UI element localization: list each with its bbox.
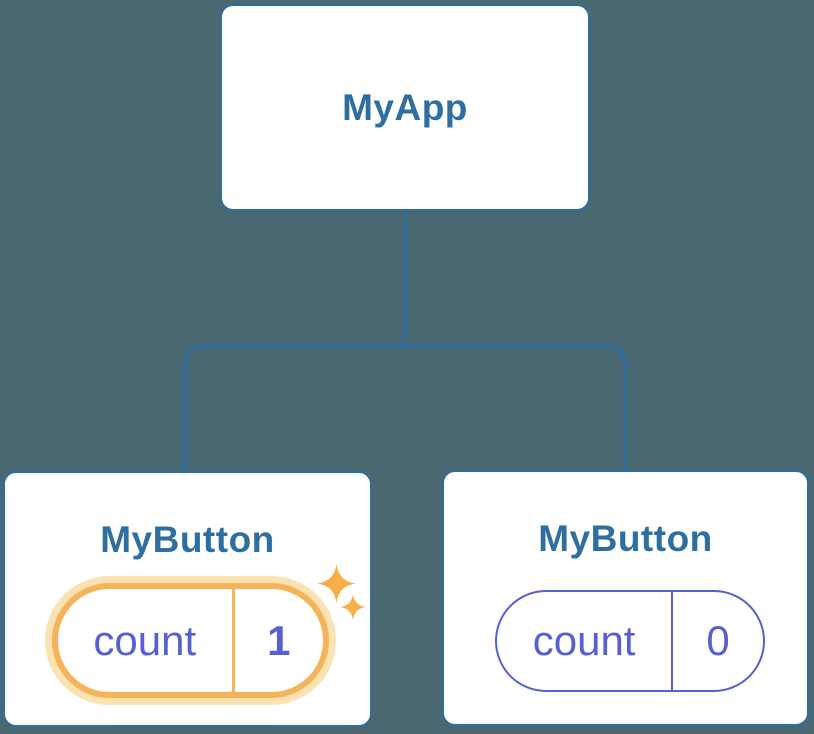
tree-node-mybutton-right: MyButton count 0 bbox=[442, 470, 809, 726]
sparkle-icon bbox=[317, 564, 356, 603]
state-pill: count 0 bbox=[495, 590, 765, 692]
sparkle-icon bbox=[340, 594, 366, 620]
state-key-label: count bbox=[532, 617, 636, 664]
state-value: 0 bbox=[671, 592, 763, 690]
tree-node-mybutton-left: MyButton count 1 bbox=[3, 471, 372, 727]
node-label-mybutton-right: MyButton bbox=[538, 518, 713, 559]
connector-branch bbox=[183, 344, 627, 472]
state-pill-highlighted: count 1 bbox=[52, 583, 329, 698]
tree-node-myapp: MyApp bbox=[220, 4, 590, 211]
node-label-mybutton-left: MyButton bbox=[100, 519, 275, 560]
state-value: 1 bbox=[231, 589, 323, 692]
state-key-label: count bbox=[93, 616, 197, 664]
node-label-myapp: MyApp bbox=[342, 86, 468, 128]
